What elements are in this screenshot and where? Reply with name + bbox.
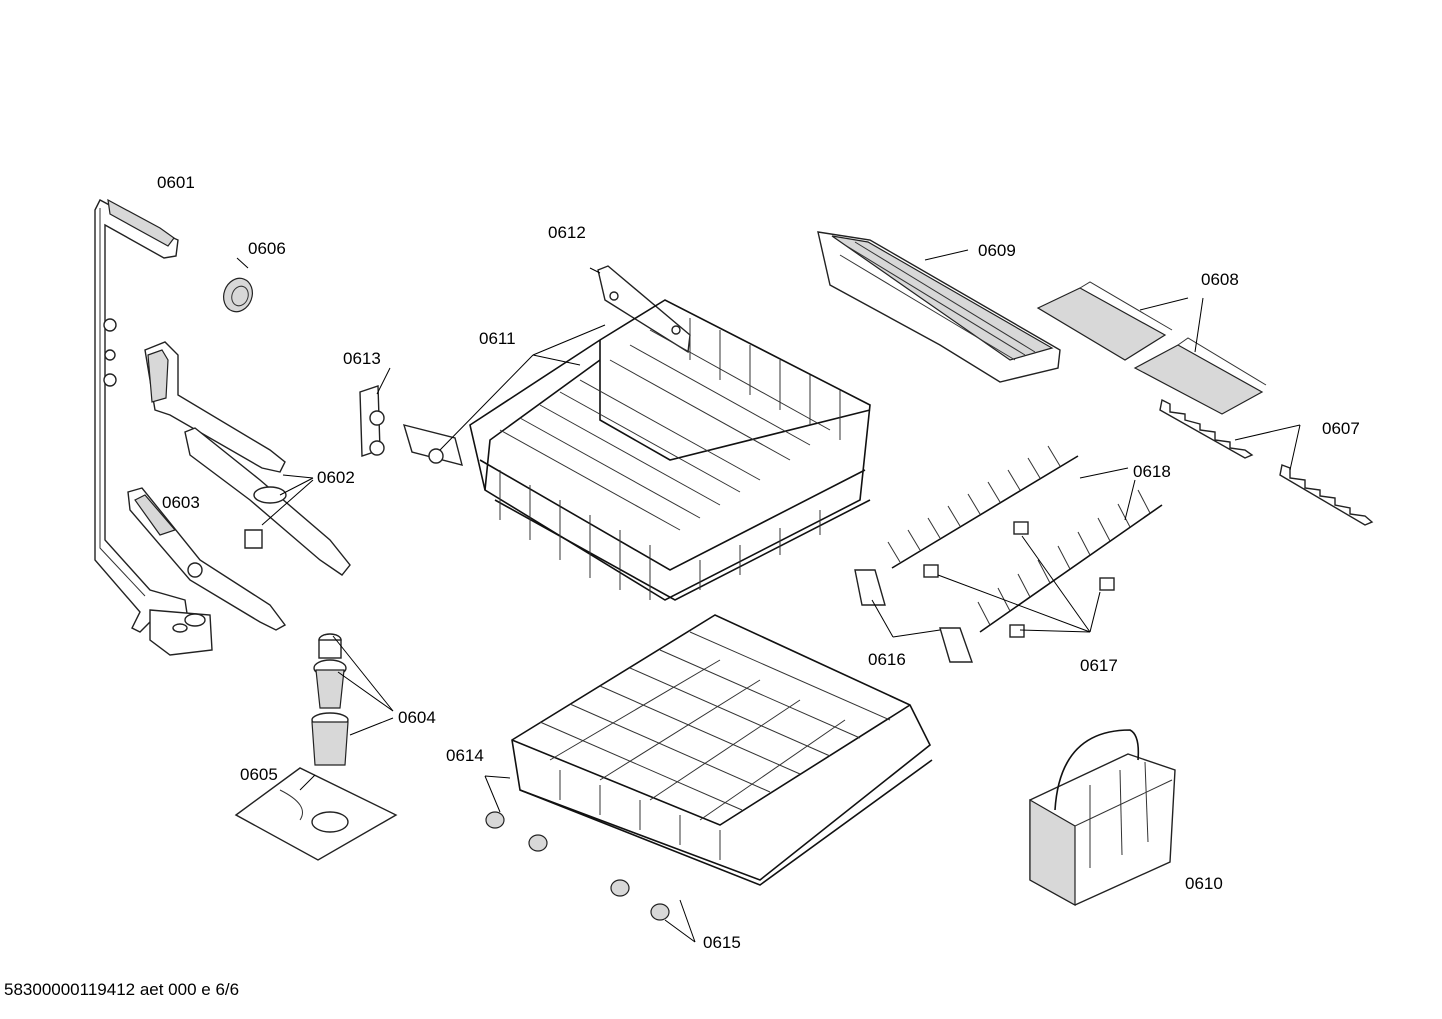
label-0601: 0601	[157, 173, 195, 192]
part-0618-tine-rows	[887, 445, 1163, 633]
label-0616: 0616	[868, 650, 906, 669]
part-0604-filters	[311, 633, 349, 766]
part-0617-clips	[923, 521, 1115, 638]
document-footer-id: 58300000119412 aet 000 e 6/6	[4, 980, 240, 999]
part-0601-supply-pipe	[94, 198, 213, 656]
label-0617: 0617	[1080, 656, 1118, 675]
label-0611: 0611	[479, 329, 516, 348]
part-0610-cutlery-basket	[1029, 729, 1176, 907]
part-0607-clips	[1159, 398, 1374, 526]
label-0607: 0607	[1322, 419, 1360, 438]
part-0615-wheels	[485, 811, 670, 921]
part-0609-cup-shelf	[817, 231, 1061, 383]
label-0613: 0613	[343, 349, 381, 368]
part-0603-lower-spray-arm	[127, 487, 287, 631]
label-0606: 0606	[248, 239, 286, 258]
part-0616-holders	[854, 569, 973, 663]
label-0608: 0608	[1201, 270, 1239, 289]
part-0611-upper-basket	[469, 299, 871, 601]
part-0605-filter-plate	[234, 767, 398, 861]
part-0612-bracket	[597, 265, 691, 354]
part-0602-upper-spray-arm	[144, 341, 351, 576]
label-0610: 0610	[1185, 874, 1223, 893]
part-0608-knife-shelves	[1036, 281, 1267, 415]
part-0606-spray-head	[223, 277, 253, 313]
leader-lines	[236, 249, 1301, 943]
label-0605: 0605	[240, 765, 278, 784]
label-0609: 0609	[978, 241, 1016, 260]
label-0604: 0604	[398, 708, 436, 727]
label-0602: 0602	[317, 468, 355, 487]
label-0614: 0614	[446, 746, 484, 765]
label-0615: 0615	[703, 933, 741, 952]
part-0613-roller-bracket	[359, 385, 463, 466]
label-0603: 0603	[162, 493, 200, 512]
label-0618: 0618	[1133, 462, 1171, 481]
part-0614-lower-basket	[511, 614, 933, 886]
callout-labels: 0601 0606 0602 0603 0604 0605 0613 0611 …	[157, 173, 1360, 952]
label-0612: 0612	[548, 223, 586, 242]
